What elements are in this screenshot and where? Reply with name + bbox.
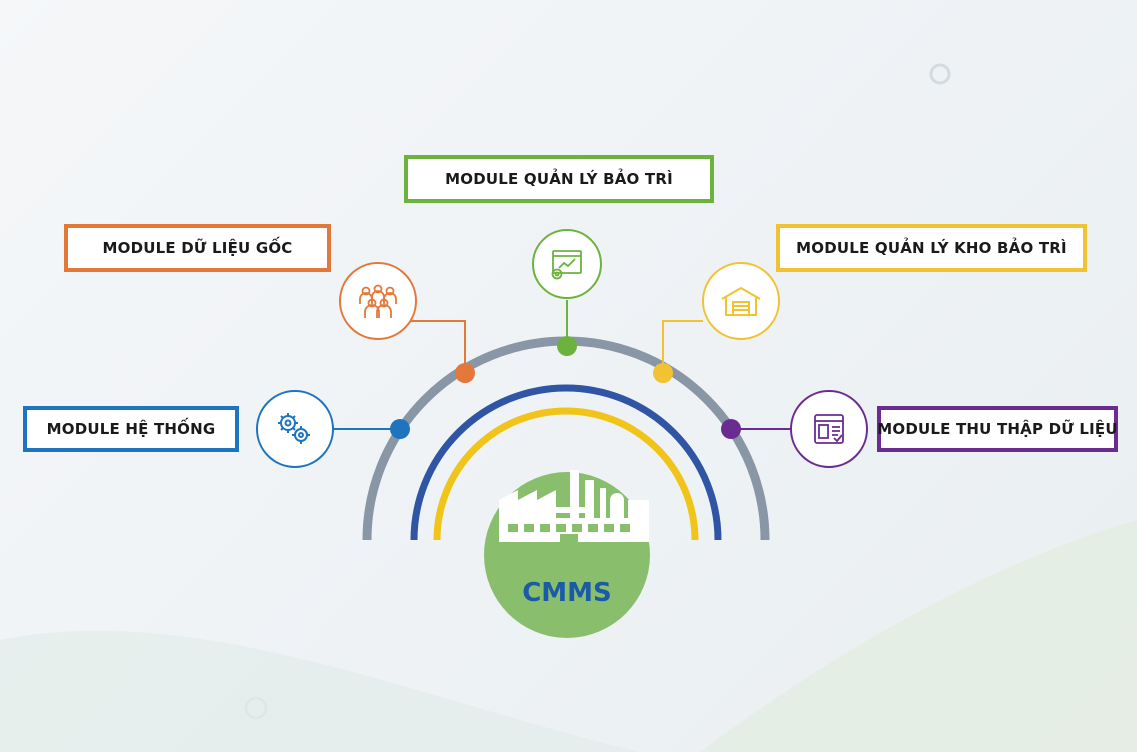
module-icon-quan-ly-bao-tri xyxy=(532,229,602,299)
node-dot-thu-thap xyxy=(721,419,741,439)
inner-arc xyxy=(433,407,699,541)
module-he-thong-label: MODULE HỆ THỐNG xyxy=(46,420,216,438)
data-collection-icon xyxy=(814,414,844,444)
node-dot-quan-ly-bao-tri xyxy=(557,336,577,356)
cmms-center: CMMS xyxy=(484,470,650,638)
module-thu-thap-label: MODULE THU THẬP DỮ LIỆU xyxy=(877,420,1118,438)
module-du-lieu-goc-label: MODULE DỮ LIỆU GỐC xyxy=(102,239,293,257)
module-icon-kho-bao-tri xyxy=(702,262,780,340)
module-icon-he-thong xyxy=(256,390,334,468)
gears-icon xyxy=(278,413,310,444)
cmms-label: CMMS xyxy=(522,578,612,608)
decor-wave xyxy=(0,630,640,752)
maintenance-chart-icon xyxy=(551,250,582,280)
module-quan-ly-bao-tri-box: MODULE QUẢN LÝ BẢO TRÌ xyxy=(404,155,714,203)
module-icon-du-lieu-goc xyxy=(339,262,417,340)
connector-du-lieu-goc xyxy=(411,320,466,373)
module-kho-bao-tri-label: MODULE QUẢN LÝ KHO BẢO TRÌ xyxy=(796,239,1067,257)
module-du-lieu-goc-box: MODULE DỮ LIỆU GỐC xyxy=(64,224,331,272)
decor-wave xyxy=(700,520,1137,752)
connector-kho-bao-tri xyxy=(662,320,703,373)
middle-arc xyxy=(410,384,722,541)
module-he-thong-box: MODULE HỆ THỐNG xyxy=(23,406,239,452)
module-quan-ly-bao-tri-label: MODULE QUẢN LÝ BẢO TRÌ xyxy=(445,170,673,188)
node-dot-du-lieu-goc xyxy=(455,363,475,383)
module-icon-thu-thap xyxy=(790,390,868,468)
node-dot-he-thong xyxy=(390,419,410,439)
warehouse-icon xyxy=(721,286,761,316)
people-group-icon xyxy=(359,284,397,318)
module-kho-bao-tri-box: MODULE QUẢN LÝ KHO BẢO TRÌ xyxy=(776,224,1087,272)
module-thu-thap-box: MODULE THU THẬP DỮ LIỆU xyxy=(877,406,1118,452)
node-dot-kho-bao-tri xyxy=(653,363,673,383)
decor-ring xyxy=(929,63,951,85)
